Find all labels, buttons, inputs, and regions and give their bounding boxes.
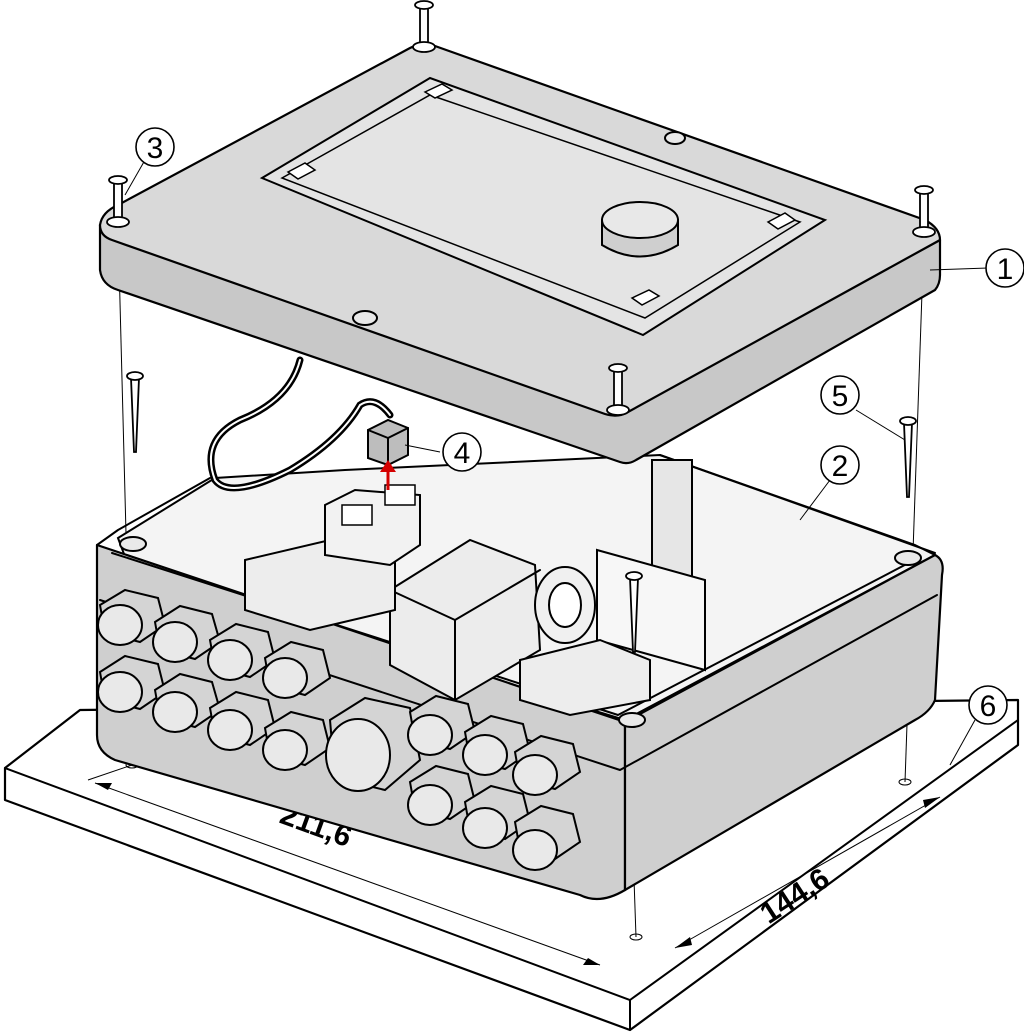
ribbon-cable [207, 356, 394, 492]
cable-gland [462, 714, 532, 776]
lid-screw [106, 175, 130, 228]
callout-1: 1 [985, 248, 1024, 288]
cable-gland [462, 784, 532, 849]
cable-gland [207, 622, 277, 681]
cable-glands [97, 588, 582, 871]
mounting-screw [625, 571, 643, 653]
callout-5-label: 5 [832, 380, 849, 413]
callout-2-label: 2 [832, 450, 849, 483]
mounting-screw [899, 416, 917, 498]
callout-6-label: 6 [980, 690, 997, 723]
callout-2: 2 [820, 445, 860, 485]
cable-gland [97, 654, 167, 713]
cable-gland [97, 588, 167, 646]
lid-screws [106, 0, 936, 416]
callout-3: 3 [135, 127, 175, 167]
large-cable-gland [325, 696, 422, 792]
cable-gland [207, 690, 277, 751]
callout-4: 4 [442, 432, 482, 472]
callout-6: 6 [968, 685, 1008, 725]
cable-gland [262, 640, 332, 699]
callout-1-label: 1 [997, 253, 1014, 286]
mounting-screw [126, 371, 144, 453]
cable-gland [407, 764, 477, 826]
callout-5: 5 [820, 375, 860, 415]
insert-arrow [380, 460, 396, 490]
callout-3-label: 3 [147, 132, 164, 165]
cable-gland [262, 710, 332, 771]
housing-lid [98, 43, 942, 465]
rj-connector [367, 418, 409, 467]
cable-gland [407, 694, 477, 756]
callout-leaders [124, 159, 989, 766]
callout-4-label: 4 [454, 437, 471, 470]
mounting-screws [126, 371, 917, 653]
cable-gland [152, 672, 222, 733]
adjustment-knob [601, 201, 679, 258]
lid-screw [412, 0, 436, 53]
cable-gland [512, 804, 582, 871]
lid-screw [606, 363, 630, 416]
cable-gland [512, 734, 582, 796]
lid-screw [912, 185, 936, 238]
